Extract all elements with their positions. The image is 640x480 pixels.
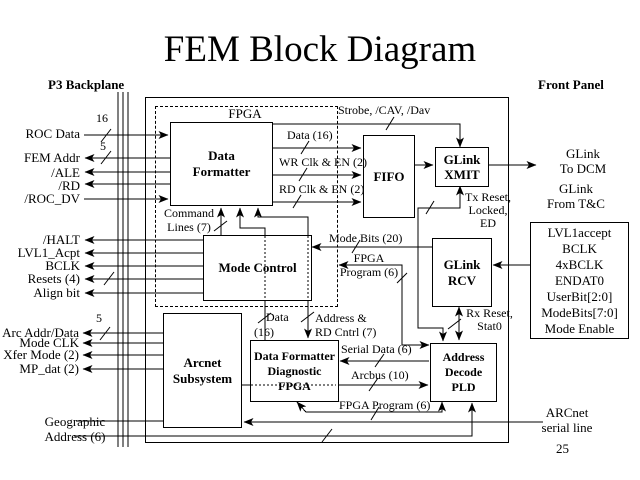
block-label: FPGA [278, 378, 311, 393]
board-outline [145, 97, 509, 443]
backplane-header: P3 Backplane [48, 77, 125, 92]
label-line: Address (6) [44, 429, 106, 444]
wire-addr-rd-cntrl-up [254, 207, 309, 235]
label-arcnet-serial-line: ARCnet serial line [528, 405, 606, 435]
label-line: Locked, [468, 203, 508, 217]
signal-line: LVL1accept [547, 224, 612, 240]
wire-strobe-cav-dav [272, 123, 464, 148]
signal-geographic-address: Geographic Address (6) [35, 414, 115, 444]
block-glink-xmit: GLink XMIT [435, 147, 489, 187]
signal-roc-data: ROC Data [25, 126, 80, 141]
block-label: XMIT [444, 167, 480, 182]
page-title: FEM Block Diagram [163, 29, 477, 70]
label-line: serial line [541, 420, 593, 435]
signal-fem-addr: FEM Addr [24, 150, 80, 165]
signal-align-bit: Align bit [33, 285, 80, 300]
label-command-lines: Command Lines (7) [160, 206, 218, 234]
signal-mode-clk: Mode CLK [19, 335, 79, 350]
label-line: Rx Reset, [466, 306, 513, 320]
block-label: Data Formatter [254, 348, 335, 363]
block-front-panel-signals: LVL1accept BCLK 4xBCLK ENDAT0 UserBit[2:… [530, 222, 629, 339]
block-label: Arcnet [183, 354, 222, 370]
signal-mp-dat: MP_dat (2) [19, 361, 79, 376]
block-label: FIFO [373, 168, 405, 184]
fpga-region-label: FPGA [228, 106, 262, 121]
signal-lvl1-acpt: LVL1_Acpt [17, 245, 80, 260]
label-mode-bits: Mode Bits (20) [329, 231, 403, 245]
block-label: PLD [451, 380, 476, 394]
label-line: ARCnet [545, 405, 589, 420]
label-line: Stat0 [477, 319, 502, 333]
signal-bclk: BCLK [45, 258, 80, 273]
bus-width-5-arc: 5 [96, 311, 102, 325]
block-label: Data [208, 148, 235, 163]
signal-halt: /HALT [42, 232, 80, 247]
wire-geographic-lower [74, 402, 476, 437]
signal-resets: Resets (4) [27, 271, 80, 286]
label-line: ED [480, 216, 496, 230]
block-label: GLink [443, 152, 481, 167]
label-line: Tx Reset, [465, 190, 511, 204]
bus-width-5: 5 [100, 139, 106, 153]
bus-width-slashes [99, 116, 462, 443]
signal-line: UserBit[2:0] [546, 288, 613, 304]
label-data16-lower: Data [266, 310, 289, 324]
label-rx-reset: Rx Reset, Stat0 [462, 307, 517, 333]
wire-fpga-program-lower [296, 401, 446, 413]
label-tx-reset: Tx Reset, Locked, ED [462, 191, 514, 230]
bus-width-16: 16 [96, 111, 108, 125]
backplane-lines [117, 92, 129, 447]
block-fifo: FIFO [363, 135, 415, 218]
page-number: 25 [556, 441, 569, 456]
block-mode-control: Mode Control [203, 235, 312, 301]
signal-roc-dv: /ROC_DV [24, 191, 80, 206]
signal-xfer-mode: Xfer Mode (2) [3, 347, 79, 362]
label-line: To DCM [559, 161, 607, 176]
label-strobe: Strobe, /CAV, /Dav [338, 103, 431, 117]
block-address-decode-pld: Address Decode PLD [430, 343, 497, 402]
signal-line: 4xBCLK [555, 256, 604, 272]
label-line: GLink [566, 146, 600, 161]
label-wr-clk: WR Clk & EN (2) [279, 155, 367, 169]
signal-ale: /ALE [51, 165, 80, 180]
label-data16-lower-2: (16) [254, 325, 274, 339]
label-rd-clk: RD Clk & EN (2) [279, 182, 365, 196]
block-label: Address [442, 350, 485, 364]
block-label: Diagnostic [267, 363, 322, 378]
block-label: Decode [444, 365, 483, 379]
signal-rd: /RD [58, 178, 80, 193]
signal-line: ENDAT0 [554, 272, 605, 288]
label-line: Lines (7) [167, 220, 211, 234]
label-line: Command [164, 206, 214, 220]
signal-line: BCLK [562, 240, 597, 256]
block-df-diagnostic-fpga: Data Formatter Diagnostic FPGA [250, 340, 339, 402]
wire-fpga-program-upper [338, 261, 430, 349]
label-line: GLink [559, 181, 593, 196]
front-panel-header: Front Panel [538, 77, 604, 92]
signal-line: ModeBits[7:0] [541, 304, 618, 320]
block-data-formatter: Data Formatter [170, 122, 273, 206]
label-glink-from-tc: GLink From T&C [535, 181, 617, 211]
wire-data16-lower-up [236, 207, 266, 235]
signal-line: Mode Enable [544, 320, 615, 336]
label-line: From T&C [547, 196, 605, 211]
block-arcnet-subsystem: Arcnet Subsystem [163, 313, 242, 428]
fpga-region-outline [155, 106, 338, 307]
block-label: Formatter [192, 164, 251, 179]
label-arcbus: Arcbus (10) [351, 368, 409, 382]
block-label: Mode Control [218, 260, 297, 275]
label-data16: Data (16) [287, 128, 333, 142]
label-line: Geographic [44, 414, 106, 429]
signal-arc-addr-data: Arc Addr/Data [2, 325, 79, 340]
block-label: Subsystem [172, 370, 233, 386]
label-glink-to-dcm: GLink To DCM [550, 146, 616, 176]
